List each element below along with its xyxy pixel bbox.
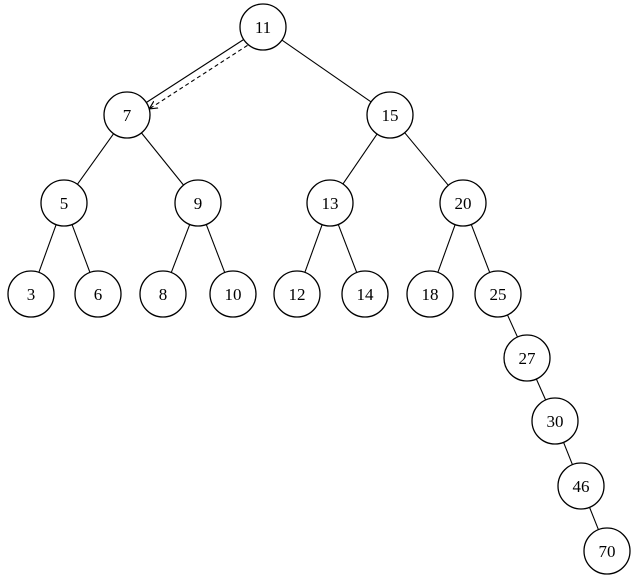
node-label: 5 [60, 194, 69, 213]
tree-node-46: 46 [557, 462, 605, 510]
node-circle [273, 270, 321, 318]
edges-layer [38, 39, 599, 530]
node-circle [174, 179, 222, 227]
node-label: 25 [490, 285, 507, 304]
node-label: 8 [159, 285, 168, 304]
edge-11-7 [146, 39, 244, 103]
tree-node-11: 11 [239, 3, 287, 51]
tree-node-70: 70 [583, 527, 631, 575]
edge-46-70 [589, 507, 599, 530]
edge-7-5 [76, 133, 115, 185]
edge-20-25 [470, 224, 491, 273]
node-label: 14 [357, 285, 375, 304]
node-circle [583, 527, 631, 575]
node-label: 13 [322, 194, 339, 213]
edge-9-10 [205, 224, 226, 273]
node-circle [40, 179, 88, 227]
edge-30-46 [563, 442, 573, 465]
node-label: 11 [255, 18, 271, 37]
edge-11-15 [281, 39, 372, 103]
tree-node-30: 30 [531, 397, 579, 445]
node-label: 6 [94, 285, 103, 304]
tree-node-13: 13 [306, 179, 354, 227]
node-label: 10 [225, 285, 242, 304]
dashed-arrow-11-to-7 [149, 44, 248, 109]
tree-node-8: 8 [139, 270, 187, 318]
node-circle [103, 91, 151, 139]
node-circle [209, 270, 257, 318]
node-circle [474, 270, 522, 318]
tree-node-7: 7 [103, 91, 151, 139]
node-circle [7, 270, 55, 318]
edge-15-20 [404, 132, 449, 186]
edge-9-8 [170, 224, 191, 273]
node-circle [139, 270, 187, 318]
node-circle [557, 462, 605, 510]
node-label: 46 [573, 477, 590, 496]
node-circle [439, 179, 487, 227]
node-circle [74, 270, 122, 318]
edge-5-3 [38, 224, 57, 273]
node-circle [239, 3, 287, 51]
node-label: 20 [455, 194, 472, 213]
tree-node-10: 10 [209, 270, 257, 318]
node-label: 3 [27, 285, 36, 304]
node-circle [531, 397, 579, 445]
edge-7-9 [141, 132, 184, 186]
node-label: 9 [194, 194, 203, 213]
tree-node-27: 27 [503, 334, 551, 382]
tree-node-18: 18 [406, 270, 454, 318]
tree-node-5: 5 [40, 179, 88, 227]
node-label: 30 [547, 412, 564, 431]
node-circle [503, 334, 551, 382]
nodes-layer: 11 7 15 5 9 13 20 3 6 8 10 12 14 18 25 27 30 46 70 [7, 3, 631, 575]
node-circle [306, 179, 354, 227]
node-label: 18 [422, 285, 439, 304]
node-label: 70 [599, 542, 616, 561]
tree-node-12: 12 [273, 270, 321, 318]
tree-node-6: 6 [74, 270, 122, 318]
edge-27-30 [535, 378, 547, 401]
edge-5-6 [71, 224, 91, 273]
tree-node-20: 20 [439, 179, 487, 227]
node-circle [406, 270, 454, 318]
edge-13-12 [304, 224, 323, 273]
node-circle [366, 91, 414, 139]
node-label: 15 [382, 106, 399, 125]
node-circle [341, 270, 389, 318]
edge-13-14 [337, 224, 358, 273]
edge-15-13 [342, 133, 378, 185]
tree-node-25: 25 [474, 270, 522, 318]
tree-node-9: 9 [174, 179, 222, 227]
edge-25-27 [506, 314, 519, 338]
arrow-layer [149, 44, 248, 109]
tree-node-3: 3 [7, 270, 55, 318]
tree-node-14: 14 [341, 270, 389, 318]
node-label: 27 [519, 349, 537, 368]
edge-20-18 [437, 224, 456, 273]
node-label: 7 [123, 106, 132, 125]
node-label: 12 [289, 285, 306, 304]
tree-node-15: 15 [366, 91, 414, 139]
